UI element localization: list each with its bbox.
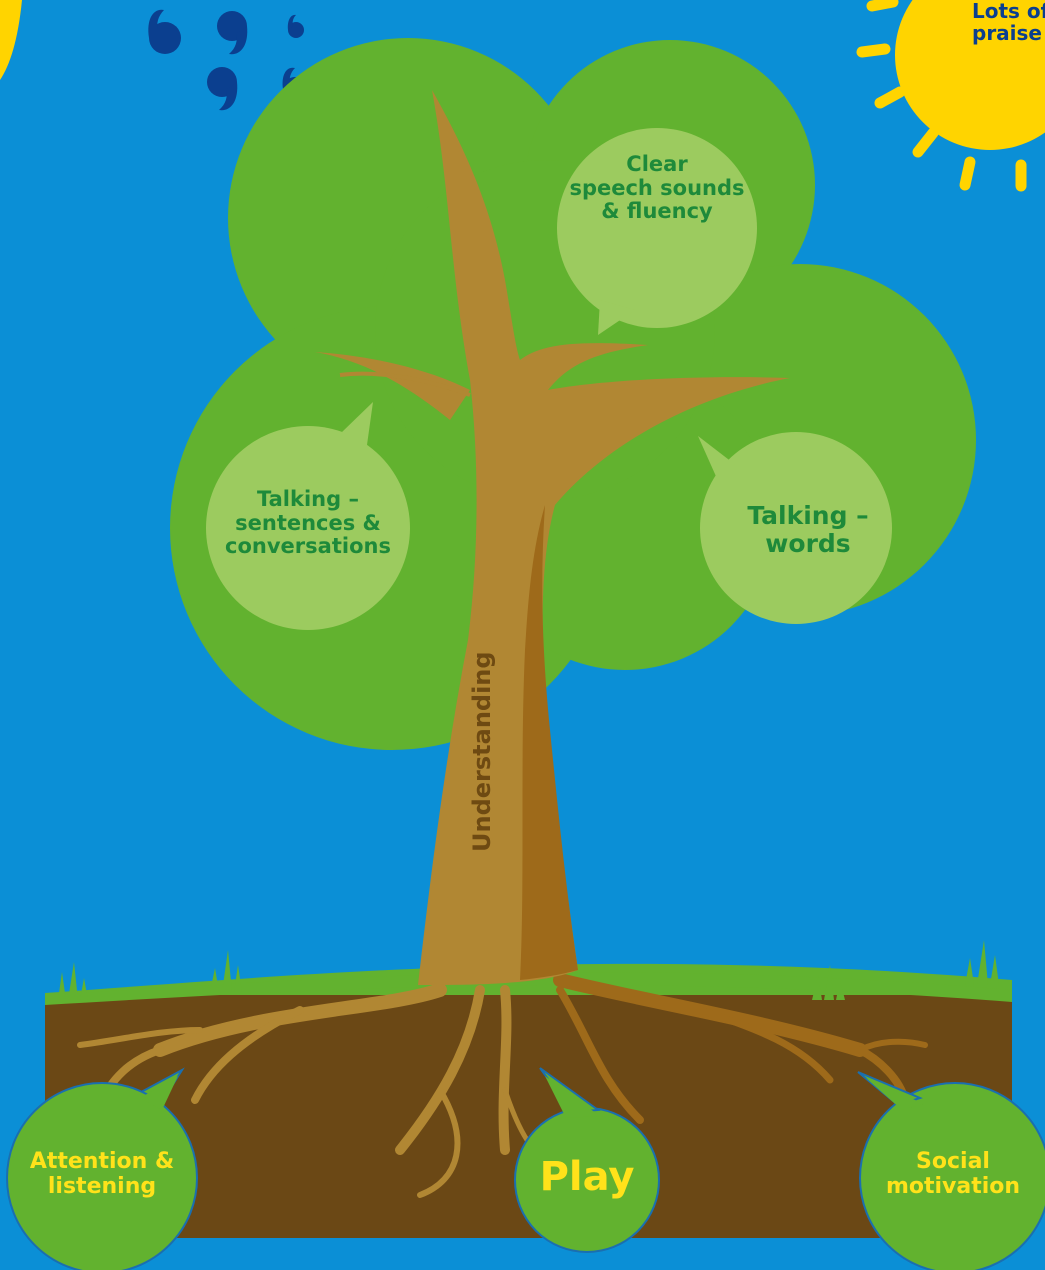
trunk-label: Understanding	[468, 651, 496, 852]
branch-label-words: Talking – words	[747, 501, 869, 558]
speech-bubble-words	[698, 432, 892, 624]
branch-label-speech: Clear speech sounds & fluency	[569, 152, 745, 224]
root-label-play: Play	[539, 1154, 635, 1200]
tree-roots	[77, 973, 928, 1198]
sun-icon	[856, 0, 1045, 192]
speech-bubble-sentences	[206, 402, 410, 630]
root-bubble-social	[857, 1071, 1045, 1270]
speech-bubble-speech	[557, 128, 757, 335]
root-bubble-attention	[6, 1067, 198, 1270]
root-label-social: Social motivation	[885, 1149, 1021, 1199]
tree-trunk	[315, 90, 790, 985]
sun-label: Lots of praise	[972, 0, 1045, 46]
root-bubble-play	[514, 1067, 660, 1253]
branch-label-sentences: Talking – sentences & conversations	[225, 487, 391, 559]
root-label-attention: Attention & listening	[29, 1149, 175, 1199]
corner-sun-partial	[0, 0, 22, 80]
